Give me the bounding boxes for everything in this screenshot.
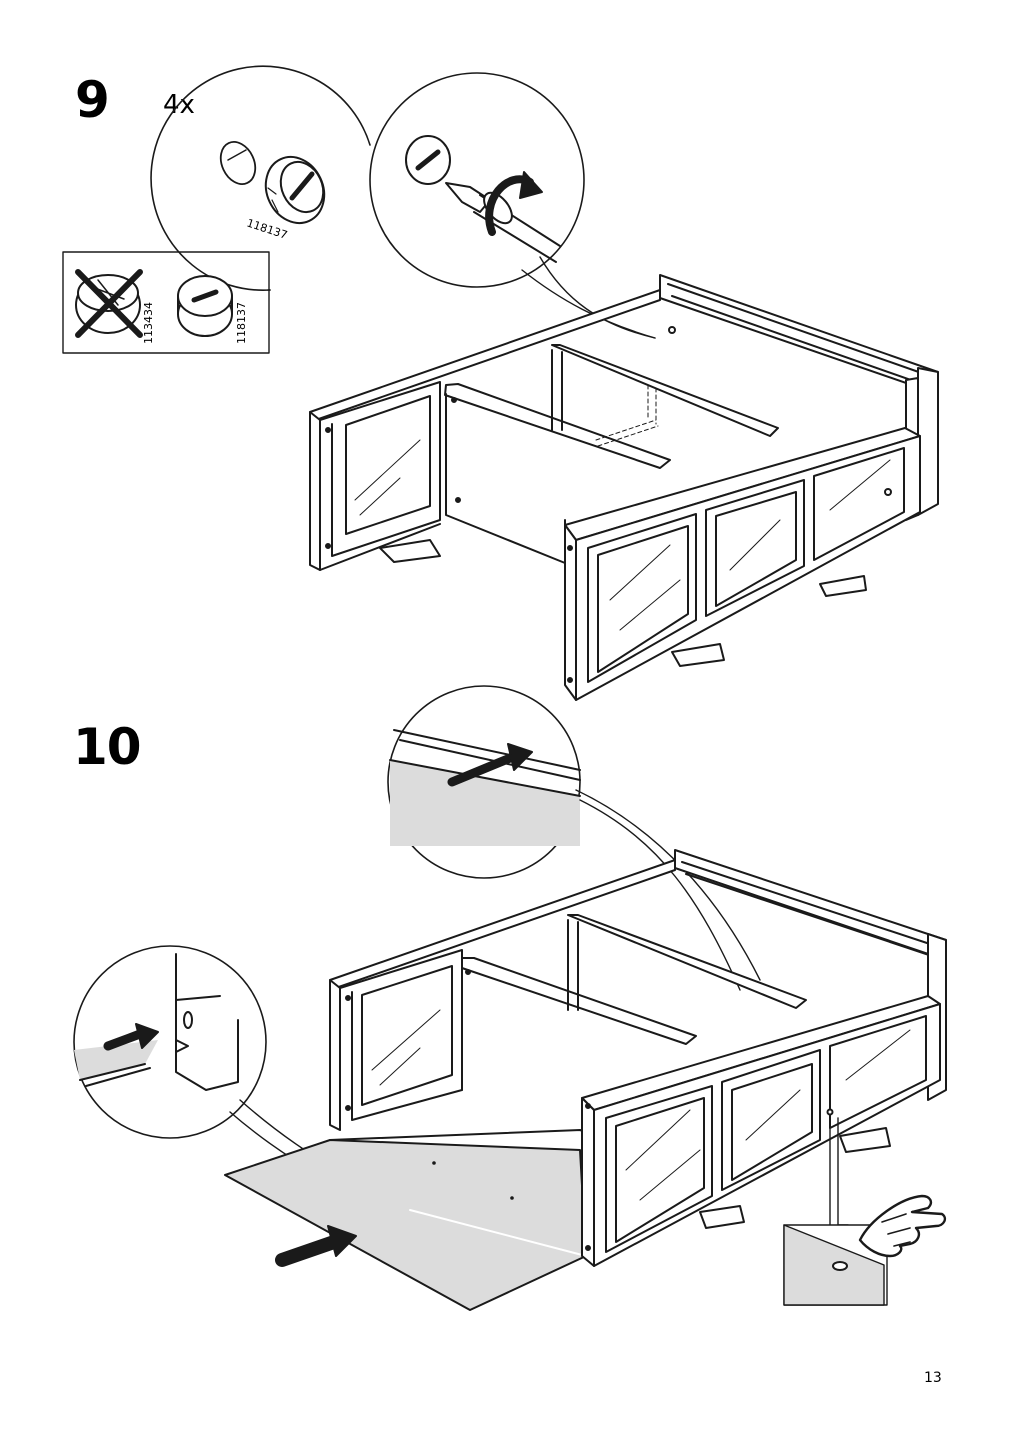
pointing-hand-icon — [858, 1194, 947, 1258]
right-cam-lock-icon — [177, 275, 233, 337]
arrow-icon — [103, 1023, 159, 1051]
right-part-code: 118137 — [235, 302, 248, 344]
part-comparison-box: 113434 118137 — [62, 251, 270, 354]
cross-out-icon — [75, 269, 143, 338]
step-10-number: 10 — [73, 718, 142, 776]
step10-bookcase — [329, 849, 947, 1267]
step-9-number: 9 — [75, 71, 110, 129]
screwdriver-detail-circle — [369, 72, 585, 288]
cam-lock-code: 118137 — [245, 216, 289, 241]
step9-bookcase — [309, 274, 939, 701]
groove-detail-circle — [387, 685, 581, 879]
page-number: 13 — [924, 1370, 942, 1386]
cam-slot-icon — [405, 135, 451, 185]
cam-lock-detail-circle: 118137 — [150, 65, 371, 292]
wrong-part-code: 113434 — [142, 302, 155, 344]
rotate-arrow-icon — [485, 171, 543, 236]
arrow-icon — [275, 1225, 357, 1267]
cam-lock-icon — [219, 141, 326, 225]
notch-detail-circle — [73, 945, 267, 1139]
arrow-icon — [447, 743, 533, 787]
